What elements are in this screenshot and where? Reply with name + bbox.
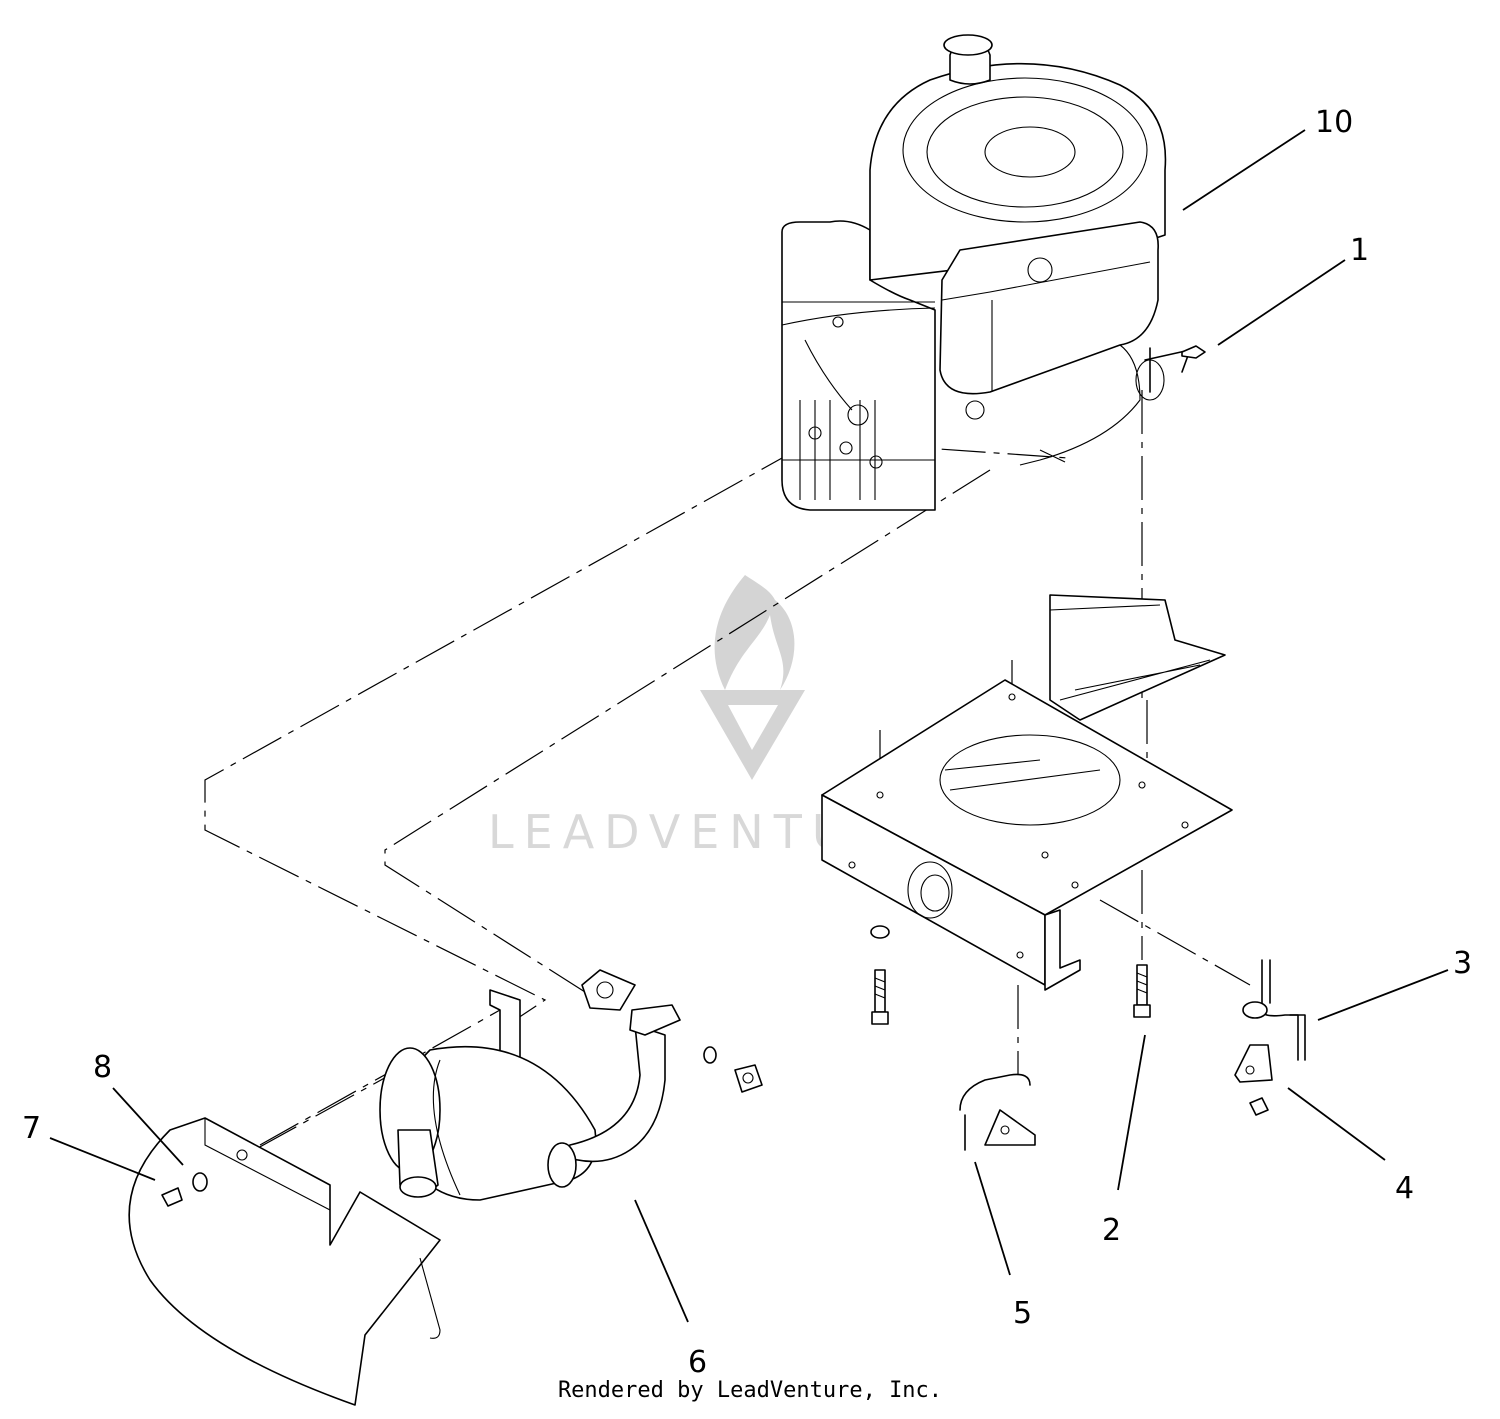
- render-credit: Rendered by LeadVenture, Inc.: [557, 1378, 943, 1403]
- callout-labels: 10 1 3 4 2 5 6 7 8: [22, 105, 1472, 1380]
- heat-shield: [128, 1117, 441, 1406]
- callout-2: 2: [1102, 1213, 1121, 1248]
- callout-6: 6: [688, 1345, 707, 1380]
- bracket-clips: [959, 959, 1306, 1151]
- callout-4: 4: [1395, 1171, 1414, 1206]
- callout-8: 8: [93, 1050, 112, 1085]
- callout-10: 10: [1315, 105, 1353, 140]
- mounting-plate: [821, 594, 1233, 991]
- callout-5: 5: [1013, 1296, 1032, 1331]
- fasteners: [870, 345, 1269, 1116]
- callout-7: 7: [22, 1111, 41, 1146]
- leader-lines: [49, 129, 1449, 1323]
- engine: [781, 34, 1167, 511]
- muffler: [379, 969, 763, 1201]
- callout-1: 1: [1350, 233, 1369, 268]
- callout-3: 3: [1453, 946, 1472, 981]
